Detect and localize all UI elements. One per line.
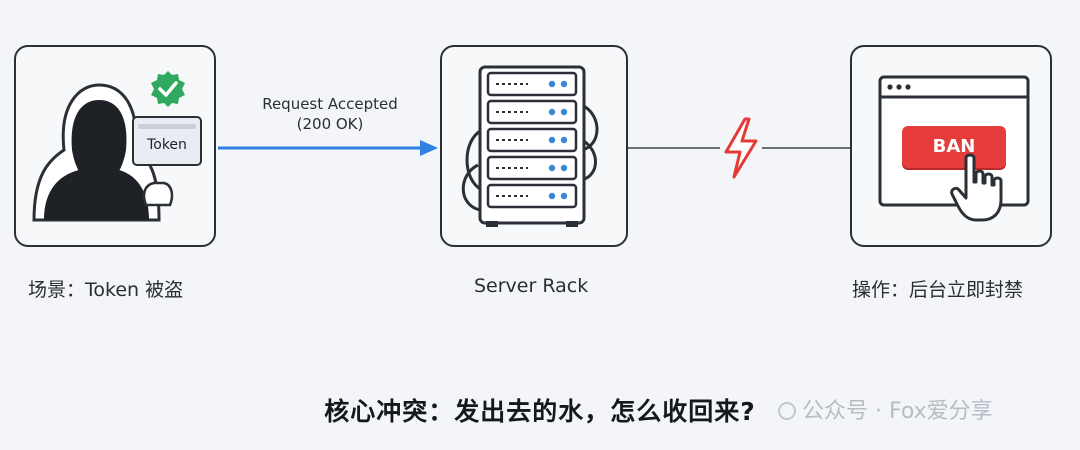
token-card: Token [132,116,202,166]
pointer-hand-icon [950,153,1003,222]
watermark-text: 公众号 · Fox爱分享 [802,399,993,424]
connection-line-right [762,147,850,149]
request-arrow [218,140,438,156]
wechat-icon [778,402,796,420]
action-caption: 操作：后台立即封禁 [852,279,1024,301]
request-label-line2: (200 OK) [296,115,364,133]
hooded-hacker-icon [32,83,174,222]
connection-line-left [628,147,720,149]
request-label-line1: Request Accepted [262,95,398,113]
watermark: 公众号 · Fox爱分享 [778,393,993,425]
scenario-caption: 场景：Token 被盗 [28,279,184,301]
lightning-bolt-icon [724,117,758,179]
ban-button[interactable]: BAN [902,126,1006,168]
token-label: Token [147,137,187,153]
verified-badge-icon [151,71,185,107]
server-rack-icon [461,65,599,227]
server-caption: Server Rack [474,275,589,297]
core-question: 核心冲突：发出去的水，怎么收回来? [324,397,756,426]
request-label: Request Accepted (200 OK) [250,94,410,134]
